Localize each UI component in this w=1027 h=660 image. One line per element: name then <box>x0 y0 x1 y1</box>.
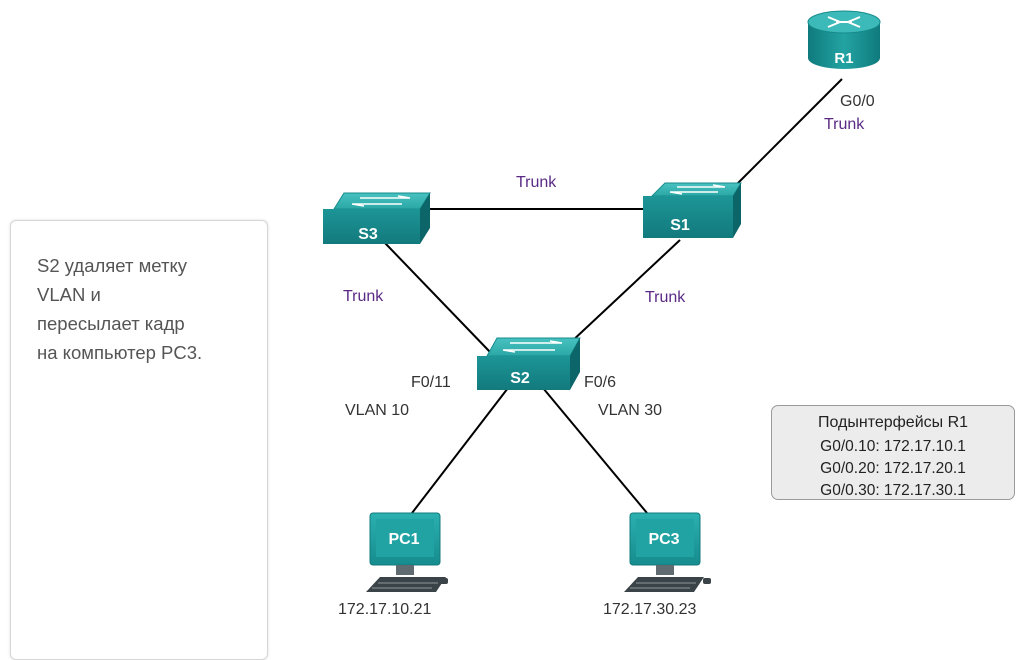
explanation-panel: S2 удаляет метку VLAN и пересылает кадр … <box>10 220 268 660</box>
switch-s1[interactable]: S1 <box>643 182 742 238</box>
router-r1-label: R1 <box>834 50 853 67</box>
r1-port-label: G0/0 <box>840 93 875 110</box>
link-s1-s2 <box>569 239 681 344</box>
explanation-line: VLAN и <box>37 284 101 305</box>
explanation-line: на компьютер PC3. <box>37 342 203 363</box>
subinterface-line: G0/0.20: 172.17.20.1 <box>820 460 966 477</box>
explanation-line: S2 удаляет метку <box>37 255 188 276</box>
router-r1[interactable]: R1 <box>807 10 881 69</box>
subinterface-line: G0/0.30: 172.17.30.1 <box>820 482 966 499</box>
link-s2-pc3 <box>542 387 648 514</box>
router-arrows-icon <box>827 16 861 28</box>
pc3-label: PC3 <box>648 531 679 548</box>
switch-s2-label: S2 <box>510 370 530 387</box>
network-topology-diagram: R1 S1 S3 S2 PC1 <box>323 10 881 592</box>
r1-subinterfaces-box: Подынтерфейсы R1 G0/0.10: 172.17.10.1 G0… <box>771 405 1015 500</box>
switch-arrows-icon <box>351 195 411 207</box>
subinterface-line: G0/0.10: 172.17.10.1 <box>820 438 966 455</box>
s2-pc3-port-label: F0/6 <box>584 374 617 391</box>
switch-arrows-icon <box>502 340 563 353</box>
switch-s3-label: S3 <box>358 226 378 243</box>
link-s3-s2 <box>384 242 491 353</box>
link-s2-pc1 <box>411 387 509 514</box>
pc1[interactable]: PC1 <box>366 512 448 592</box>
s3-s2-trunk-label: Trunk <box>343 288 384 305</box>
switch-s3[interactable]: S3 <box>323 192 431 244</box>
switch-s2[interactable]: S2 <box>477 337 581 390</box>
s2-pc3-vlan-label: VLAN 30 <box>598 402 663 419</box>
subinterfaces-title: Подынтерфейсы R1 <box>817 414 969 431</box>
pc1-label: PC1 <box>388 531 419 548</box>
s1-s2-trunk-label: Trunk <box>645 289 686 306</box>
s2-pc1-vlan-label: VLAN 10 <box>345 402 410 419</box>
pc1-ip-label: 172.17.10.21 <box>338 601 432 618</box>
s2-pc1-port-label: F0/11 <box>411 374 451 391</box>
switch-s1-label: S1 <box>670 217 690 234</box>
s3-s1-trunk-label: Trunk <box>516 174 557 191</box>
explanation-line: пересылает кадр <box>37 313 185 334</box>
link-r1-s1 <box>732 78 843 189</box>
pc3-ip-label: 172.17.30.23 <box>603 601 697 618</box>
pc3[interactable]: PC3 <box>624 512 711 592</box>
r1-trunk-label: Trunk <box>824 116 865 133</box>
switch-arrows-icon <box>669 184 726 195</box>
